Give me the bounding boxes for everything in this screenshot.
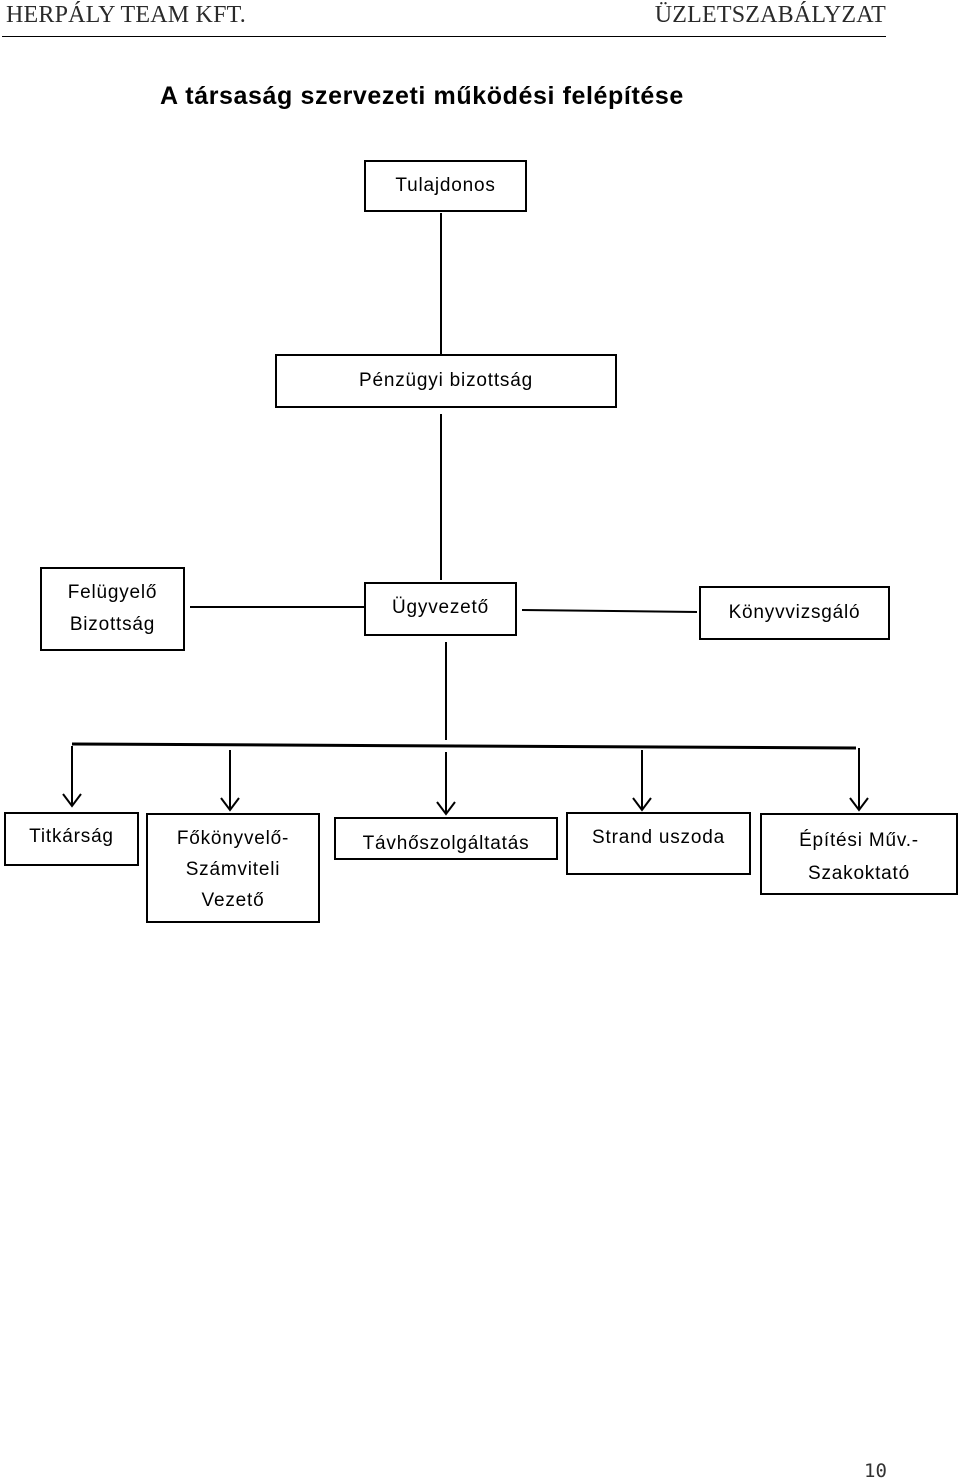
accounting-line-3: Vezető bbox=[201, 890, 265, 911]
box-auditor: Könyvvizsgáló bbox=[699, 586, 890, 640]
owner-label: Tulajdonos bbox=[395, 175, 496, 196]
pool-label: Strand uszoda bbox=[592, 827, 725, 848]
accounting-line-1: Főkönyvelő- bbox=[176, 828, 290, 849]
finance-committee-label: Pénzügyi bizottság bbox=[359, 370, 533, 391]
arrow-district-heating bbox=[436, 752, 456, 816]
construction-line-2: Szakoktató bbox=[808, 863, 910, 884]
district-heating-label: Távhőszolgáltatás bbox=[362, 833, 530, 854]
box-ceo: Ügyvezető bbox=[364, 582, 517, 636]
connector-ceo-auditor bbox=[521, 609, 698, 613]
header-divider bbox=[2, 36, 886, 37]
supervisory-board-line-2: Bizottság bbox=[69, 614, 156, 635]
page-title: A társaság szervezeti működési felépítés… bbox=[160, 82, 684, 110]
construction-line-1: Építési Műv.- bbox=[799, 830, 919, 851]
auditor-label: Könyvvizsgáló bbox=[728, 602, 861, 623]
header-company: HERPÁLY TEAM KFT. bbox=[6, 2, 246, 28]
supervisory-board-line-1: Felügyelő bbox=[67, 582, 158, 603]
accounting-line-2: Számviteli bbox=[185, 859, 281, 880]
ceo-label: Ügyvezető bbox=[392, 597, 489, 618]
arrow-accounting bbox=[220, 750, 240, 812]
box-accounting: Főkönyvelő- Számviteli Vezető bbox=[146, 813, 320, 923]
arrow-pool bbox=[632, 750, 652, 812]
box-pool: Strand uszoda bbox=[566, 812, 751, 875]
page-number: 10 bbox=[864, 1460, 887, 1482]
secretariat-label: Titkárság bbox=[29, 826, 114, 847]
header-document-title: ÜZLETSZABÁLYZAT bbox=[654, 2, 886, 28]
box-owner: Tulajdonos bbox=[364, 160, 527, 212]
box-supervisory-board: Felügyelő Bizottság bbox=[40, 567, 185, 651]
arrow-secretariat bbox=[62, 746, 82, 808]
box-secretariat: Titkárság bbox=[4, 812, 139, 866]
connector-distribution-bar bbox=[71, 742, 857, 750]
box-finance-committee: Pénzügyi bizottság bbox=[275, 354, 617, 408]
arrow-construction bbox=[849, 748, 869, 812]
box-construction: Építési Műv.- Szakoktató bbox=[760, 813, 958, 895]
box-district-heating: Távhőszolgáltatás bbox=[334, 817, 558, 860]
